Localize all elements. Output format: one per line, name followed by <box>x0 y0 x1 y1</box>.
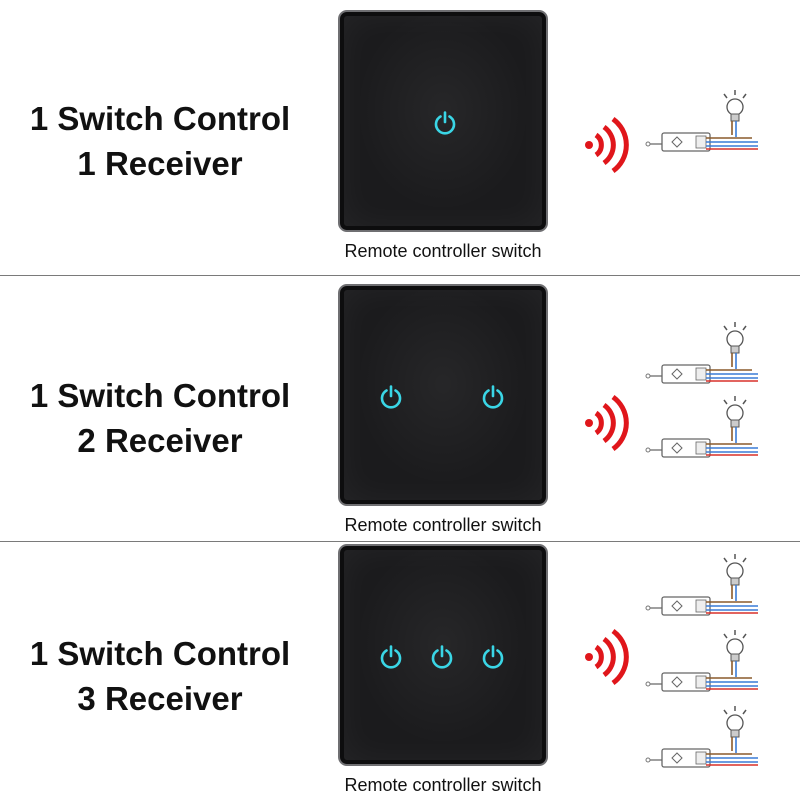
power-icon[interactable] <box>429 644 455 670</box>
row-title: 1 Switch Control 1 Receiver <box>0 96 320 186</box>
light-bulb-icon <box>723 90 747 122</box>
row-3-switch-3-receiver: 1 Switch Control 3 Receiver Remote contr… <box>0 542 800 800</box>
wireless-signal-icon <box>580 110 632 180</box>
row-title-line2: 3 Receiver <box>77 680 243 717</box>
power-icon[interactable] <box>432 110 458 136</box>
power-icon[interactable] <box>480 644 506 670</box>
light-bulb-icon <box>723 322 747 354</box>
switch-panel <box>338 10 548 232</box>
light-bulb-icon <box>723 396 747 428</box>
receiver-module-icon <box>640 88 770 154</box>
receiver-module-icon <box>640 628 770 694</box>
light-bulb-icon <box>723 554 747 586</box>
row-title-line1: 1 Switch Control <box>29 635 291 672</box>
switch-caption: Remote controller switch <box>344 241 542 261</box>
light-bulb-icon <box>723 706 747 738</box>
row-title: 1 Switch Control 3 Receiver <box>0 631 320 721</box>
receiver-module-icon <box>640 320 770 386</box>
row-title-line1: 1 Switch Control <box>29 100 291 137</box>
wireless-signal-icon <box>580 622 632 692</box>
row-divider <box>0 275 800 276</box>
receiver-module-icon <box>640 704 770 770</box>
wireless-signal-icon <box>580 388 632 458</box>
row-title-line1: 1 Switch Control <box>29 377 291 414</box>
switch-panel <box>338 284 548 506</box>
power-icon[interactable] <box>480 384 506 410</box>
switch-panel <box>338 544 548 766</box>
row-title-line2: 2 Receiver <box>77 422 243 459</box>
row-2-switch-2-receiver: 1 Switch Control 2 Receiver Remote contr… <box>0 276 800 541</box>
power-icon[interactable] <box>378 644 404 670</box>
light-bulb-icon <box>723 630 747 662</box>
switch-caption: Remote controller switch <box>344 775 542 795</box>
row-title: 1 Switch Control 2 Receiver <box>0 373 320 463</box>
receiver-module-icon <box>640 552 770 618</box>
switch-caption: Remote controller switch <box>344 515 542 535</box>
receiver-module-icon <box>640 394 770 460</box>
row-divider <box>0 541 800 542</box>
row-title-line2: 1 Receiver <box>77 145 243 182</box>
power-icon[interactable] <box>378 384 404 410</box>
row-1-switch-1-receiver: 1 Switch Control 1 Receiver Remote contr… <box>0 0 800 275</box>
